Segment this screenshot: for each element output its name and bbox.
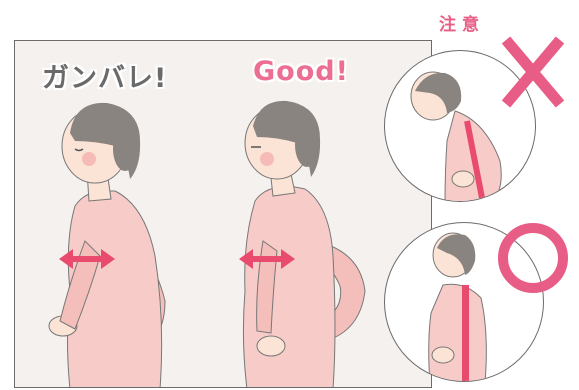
figure-right <box>242 100 366 387</box>
good-label: Good! <box>253 56 349 88</box>
chest-arrow-right <box>239 249 295 269</box>
bad-posture-circle <box>384 50 536 202</box>
posture-illustrations <box>48 100 366 387</box>
posture-comparison-panel <box>14 40 432 388</box>
circle-icon <box>498 223 568 293</box>
good-posture-figure <box>428 232 487 381</box>
caution-title: 注意 <box>439 15 485 35</box>
bad-posture-figure <box>410 71 502 201</box>
chest-arrow-left <box>59 249 115 269</box>
good-posture-circle <box>384 222 544 382</box>
figure-left <box>48 102 166 387</box>
cross-icon <box>501 36 565 108</box>
encouragement-label: ガンバレ! <box>41 63 168 95</box>
